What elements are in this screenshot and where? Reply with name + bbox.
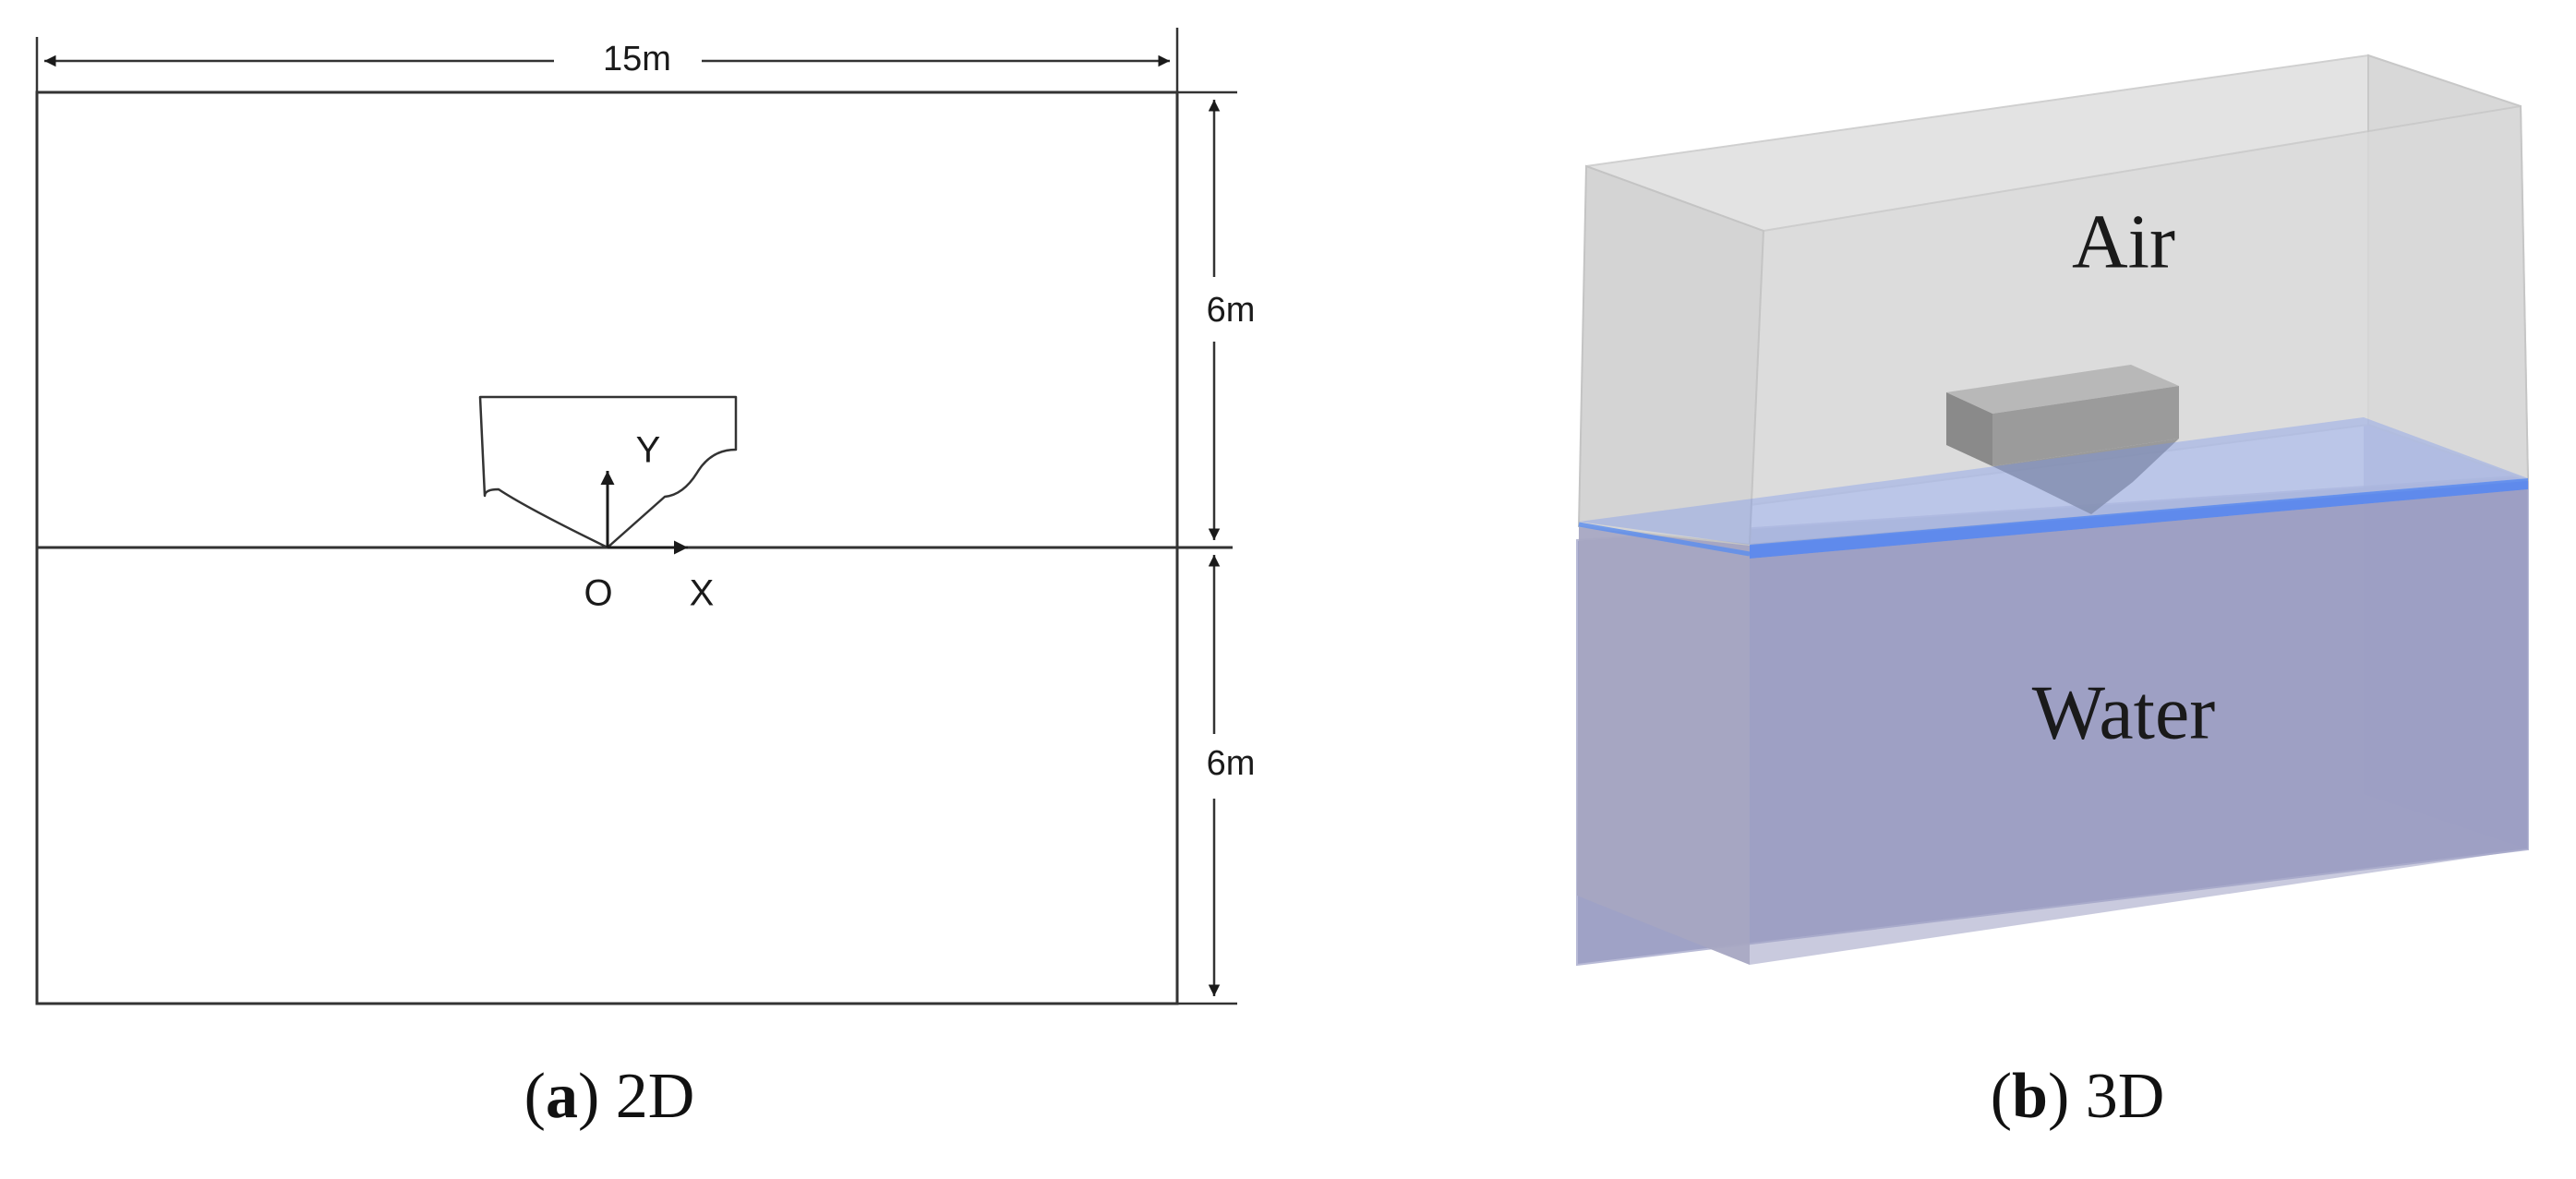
caption-a-letter: a bbox=[546, 1061, 578, 1132]
air-label: Air bbox=[2072, 199, 2175, 284]
water-side-face bbox=[1577, 526, 1750, 965]
y-axis-label: Y bbox=[636, 430, 661, 471]
hull-keel bbox=[1992, 439, 2179, 514]
hull-top bbox=[1946, 365, 2179, 414]
x-axis-label: X bbox=[690, 573, 715, 614]
hull-left-side bbox=[1946, 392, 1992, 466]
air-left-face bbox=[1577, 164, 1765, 547]
caption-b: (b) 3D bbox=[1991, 1061, 2165, 1132]
lower-dimension-label: 6m bbox=[1207, 744, 1256, 783]
caption-b-letter: b bbox=[2012, 1061, 2048, 1132]
width-dimension-label: 15m bbox=[603, 40, 671, 78]
hull-front-side bbox=[1992, 386, 2179, 466]
caption-a-text: 2D bbox=[616, 1061, 695, 1132]
water-front-overlay bbox=[1750, 489, 2528, 965]
origin-label: O bbox=[584, 573, 612, 614]
panel-3d: Air Water bbox=[1576, 54, 2530, 967]
free-surface-left-edge bbox=[1578, 522, 1751, 557]
free-surface-band bbox=[1579, 417, 2528, 545]
water-label: Water bbox=[2032, 669, 2215, 755]
hull-3d bbox=[1946, 365, 2179, 514]
caption-b-text: 3D bbox=[2086, 1061, 2165, 1132]
caption-a: (a) 2D bbox=[524, 1061, 695, 1132]
upper-dimension-label: 6m bbox=[1207, 291, 1256, 330]
panel-2d: 15m 6m 6m Y X O bbox=[35, 28, 1256, 1005]
free-surface-front-edge bbox=[1750, 478, 2528, 559]
